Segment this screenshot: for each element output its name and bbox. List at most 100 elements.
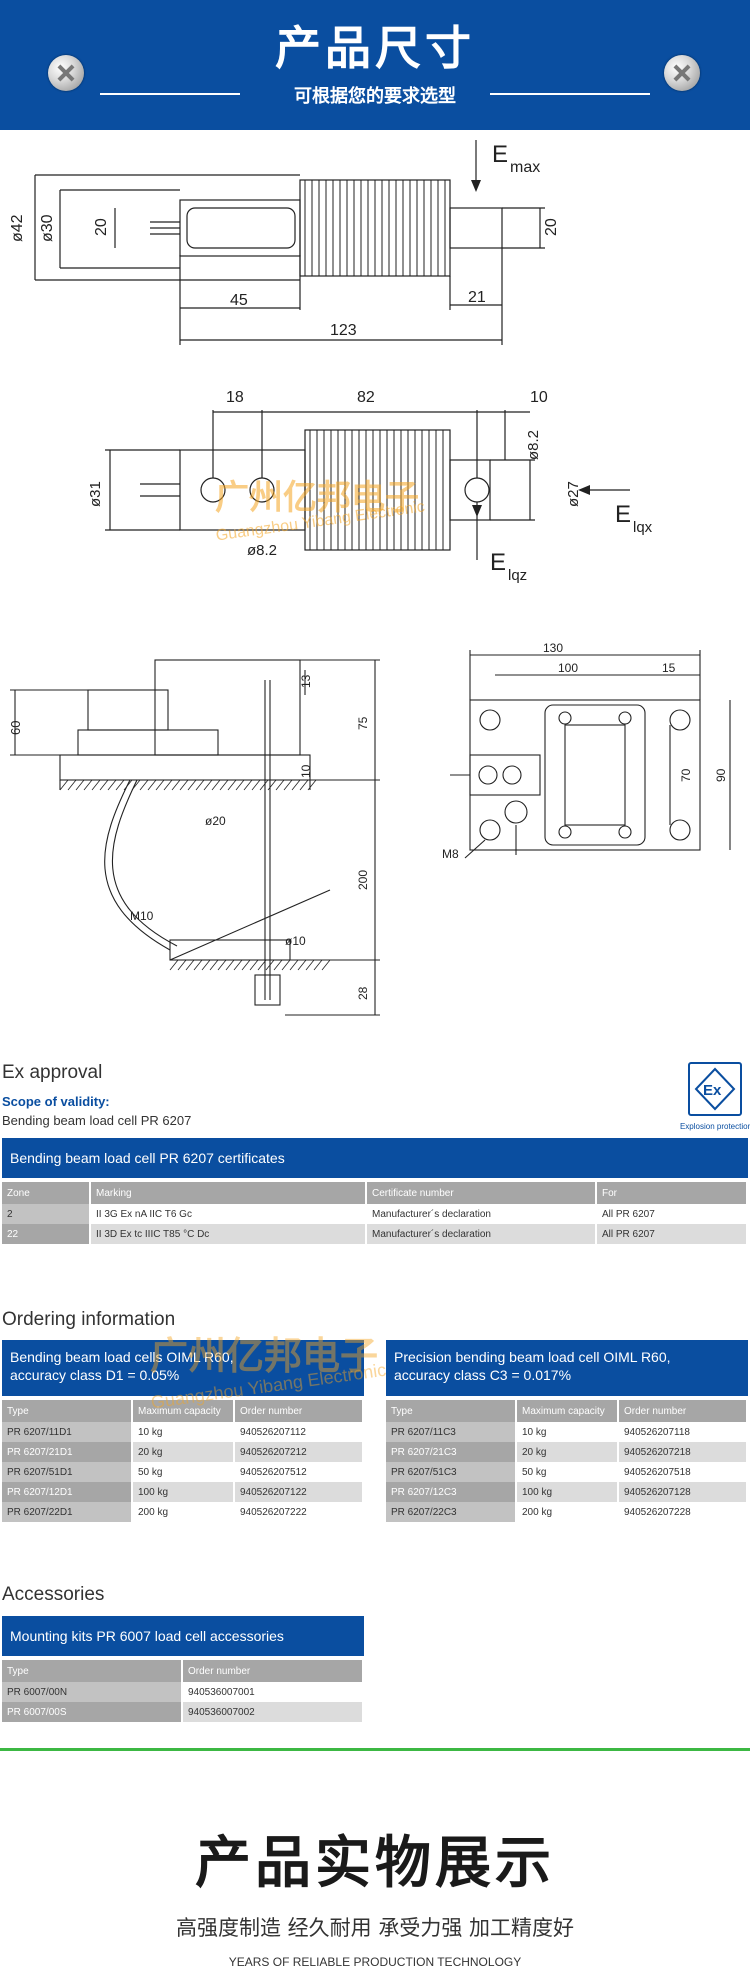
table-cell: 940536007002 [182, 1702, 364, 1722]
dim-h90: 90 [714, 768, 728, 782]
header-divider-left [100, 93, 240, 95]
dim-w21: 21 [468, 289, 486, 306]
dim-m10: M10 [130, 909, 154, 923]
table-cell: PR 6207/11D1 [2, 1422, 133, 1442]
dimension-drawing-top-view: 18 82 10 ø31 ø8.2 ø8.2 ø27 E lqx E lqz [0, 380, 750, 605]
table-cell: 100 kg [132, 1482, 235, 1502]
screw-icon [664, 55, 700, 91]
table-cell: 50 kg [516, 1462, 619, 1482]
table-cell: 10 kg [516, 1422, 619, 1442]
table-cell: PR 6207/22C3 [386, 1502, 517, 1522]
force-elqx-subscript: lqx [633, 519, 653, 536]
table-cell: 940526207222 [234, 1502, 364, 1522]
dim-h28: 28 [356, 986, 370, 1000]
dim-w15: 15 [662, 661, 676, 675]
table-cell: PR 6207/22D1 [2, 1502, 133, 1522]
table-cell: PR 6207/51D1 [2, 1462, 133, 1482]
table-cell: PR 6207/12C3 [386, 1482, 517, 1502]
table-cell: 940526207212 [234, 1442, 364, 1462]
force-elqz-subscript: lqz [508, 567, 527, 584]
screw-icon [48, 55, 84, 91]
page-title: 产品尺寸 [275, 21, 475, 75]
header-banner: 产品尺寸 可根据您的要求选型 [0, 0, 750, 130]
header-divider-right [490, 93, 650, 95]
dim-d8-2-right: ø8.2 [525, 430, 542, 460]
dim-h70: 70 [679, 768, 693, 782]
explosion-protection-icon: Ex [688, 1062, 742, 1116]
table-cell: 940526207218 [618, 1442, 748, 1462]
dim-d20: ø20 [205, 814, 226, 828]
section-heading-accessories: Accessories [2, 1584, 105, 1605]
table-cell: 10 kg [132, 1422, 235, 1442]
table-cell: 940526207518 [618, 1462, 748, 1482]
force-elqx-label: E [615, 501, 631, 528]
table-cell: 940526207118 [618, 1422, 748, 1442]
table-cell: 940536007001 [182, 1682, 364, 1702]
dim-m8: M8 [442, 847, 459, 861]
table-cell: 200 kg [516, 1502, 619, 1522]
table-cell: 940526207512 [234, 1462, 364, 1482]
dim-d8-2-bottom: ø8.2 [247, 542, 277, 559]
dim-w100: 100 [558, 661, 578, 675]
dim-h200: 200 [356, 870, 370, 890]
explosion-protection-caption: Explosion protection [679, 1122, 750, 1131]
ordering-right-title: Precision bending beam load cell OIML R6… [386, 1340, 748, 1396]
table-cell: PR 6207/11C3 [386, 1422, 517, 1442]
ordering-right-table: Type Maximum capacity Order number PR 62… [386, 1400, 748, 1522]
accessories-table-title: Mounting kits PR 6007 load cell accessor… [2, 1616, 364, 1656]
dim-w82: 82 [357, 389, 375, 406]
dim-h13: 13 [299, 674, 313, 688]
table-cell: 100 kg [516, 1482, 619, 1502]
table-row: 22 II 3D Ex tc IIIC T85 °C Dc Manufactur… [2, 1224, 748, 1244]
dim-d42: ø42 [9, 214, 26, 242]
product-display-tagline: YEARS OF RELIABLE PRODUCTION TECHNOLOGY [228, 1955, 522, 1969]
table-cell: 20 kg [516, 1442, 619, 1462]
scope-text: Bending beam load cell PR 6207 [2, 1113, 192, 1128]
table-cell: PR 6207/21D1 [2, 1442, 133, 1462]
table-cell: 940526207112 [234, 1422, 364, 1442]
mounting-kit-drawing-top: 130 100 15 70 90 M8 [440, 640, 750, 895]
table-cell: PR 6007/00N [2, 1682, 183, 1702]
table-cell: PR 6007/00S [2, 1702, 183, 1722]
table-cell: 940526207122 [234, 1482, 364, 1502]
table-cell: 200 kg [132, 1502, 235, 1522]
table-cell: PR 6207/51C3 [386, 1462, 517, 1482]
product-display-subtitle: 高强度制造 经久耐用 承受力强 加工精度好 [175, 1916, 575, 1940]
dim-d30: ø30 [39, 214, 56, 242]
table-cell: PR 6207/12D1 [2, 1482, 133, 1502]
dim-h75: 75 [356, 716, 370, 730]
certificates-table-title: Bending beam load cell PR 6207 certifica… [2, 1138, 748, 1178]
dim-h10: 10 [299, 764, 313, 778]
dim-d27: ø27 [565, 481, 582, 507]
dim-w18: 18 [226, 389, 244, 406]
table-cell: 50 kg [132, 1462, 235, 1482]
table-cell: PR 6207/21C3 [386, 1442, 517, 1462]
mounting-kit-drawing-side: 60 13 75 10 ø20 200 M10 ø10 28 [0, 640, 420, 1045]
force-emax-subscript: max [510, 159, 540, 176]
svg-text:Ex: Ex [703, 1082, 722, 1099]
table-cell: 940526207228 [618, 1502, 748, 1522]
dim-w45: 45 [230, 292, 248, 309]
section-heading-ordering: Ordering information [2, 1309, 176, 1330]
dim-w130: 130 [543, 641, 563, 655]
ordering-left-table: Type Maximum capacity Order number PR 62… [2, 1400, 364, 1522]
dim-d31: ø31 [87, 481, 104, 507]
table-cell: 940526207128 [618, 1482, 748, 1502]
force-elqz-label: E [490, 549, 506, 576]
scope-label: Scope of validity: [2, 1094, 110, 1109]
force-emax-label: E [492, 141, 508, 168]
dimension-drawing-side-view: ø42 ø30 20 20 45 21 123 E max [0, 130, 750, 355]
table-row: 2 II 3G Ex nA IIC T6 Gc Manufacturer´s d… [2, 1204, 748, 1224]
